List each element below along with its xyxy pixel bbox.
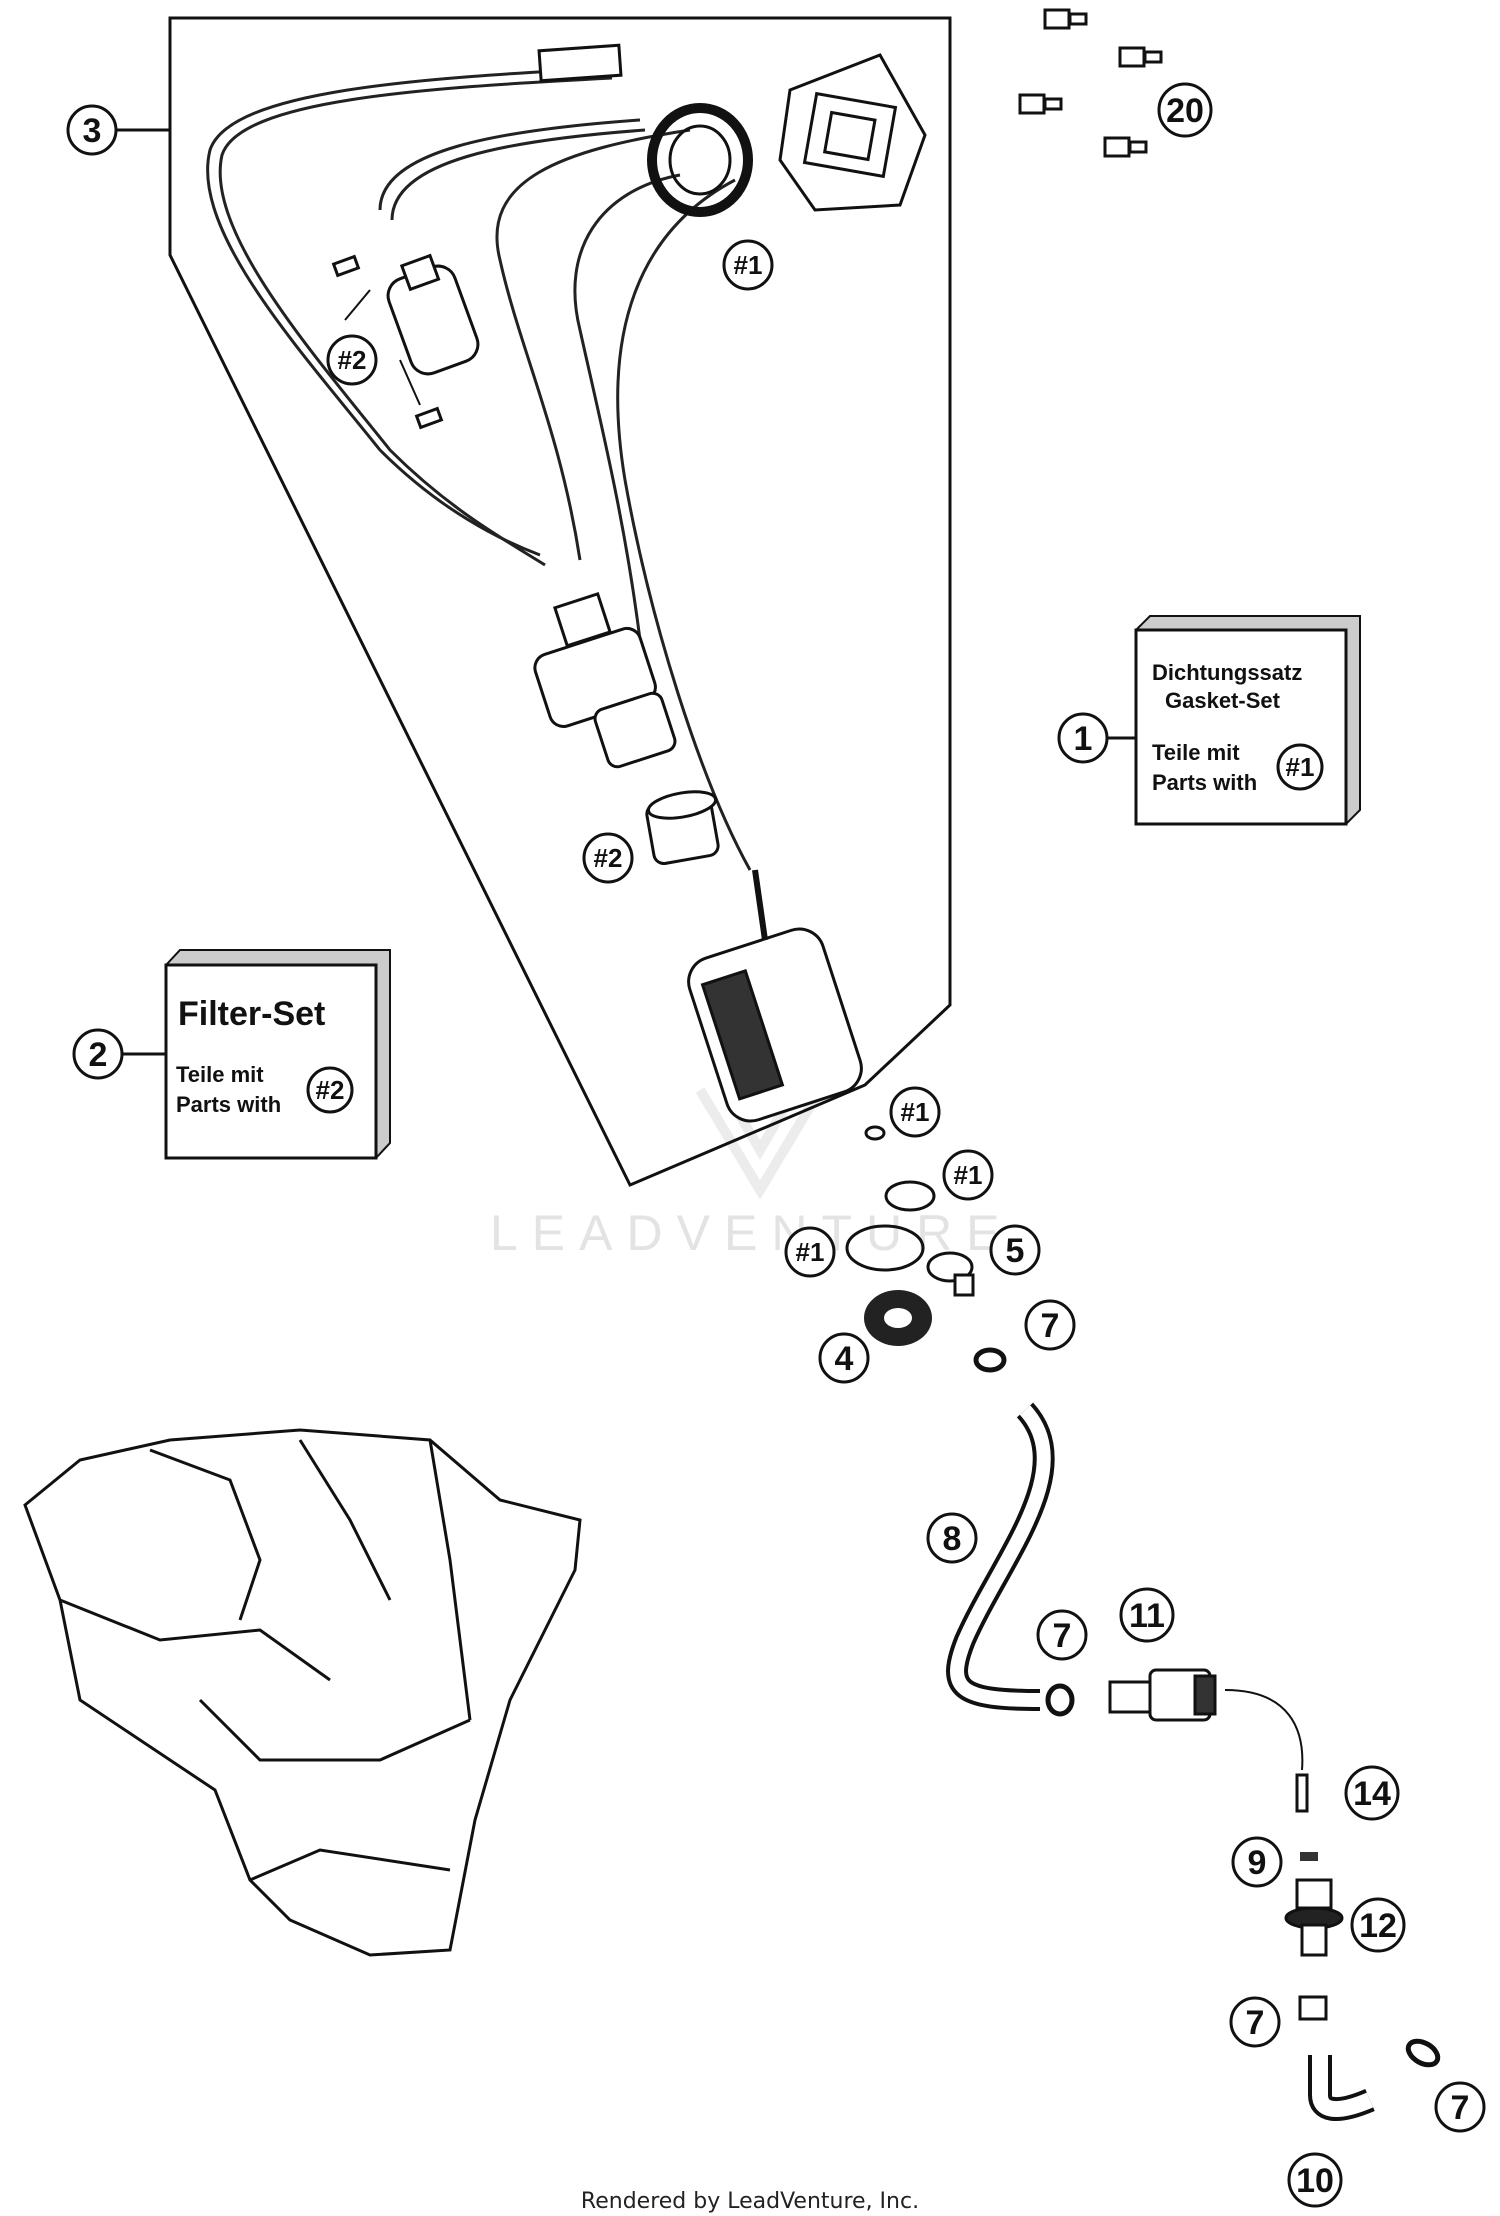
svg-text:11: 11 (1129, 1597, 1165, 1635)
coupler-leader (1224, 1689, 1304, 1771)
filter-kit-parts-en: Parts with (176, 1092, 281, 1117)
svg-text:2: 2 (89, 1036, 108, 1074)
callout-9: 9 (1231, 1836, 1283, 1888)
o-ring-large (845, 1224, 925, 1272)
callout-7b: 7 (1036, 1609, 1088, 1661)
inline-fuel-filter (331, 253, 480, 430)
filter-kit-title: Filter-Set (178, 995, 325, 1033)
callout-11: 11 (1119, 1587, 1175, 1643)
clamp-end (1405, 2038, 1441, 2068)
callout-5: 5 (989, 1224, 1041, 1276)
callout-hash2-sleeve: #2 (582, 832, 634, 884)
fitting (1284, 1878, 1344, 1957)
filter-sleeve (645, 790, 720, 866)
callout-1: 1 (1057, 712, 1109, 764)
callout-7d: 7 (1434, 2081, 1486, 2133)
svg-text:4: 4 (835, 1340, 854, 1378)
svg-text:20: 20 (1166, 92, 1204, 130)
screws (1018, 8, 1163, 158)
fuel-tank (23, 1428, 582, 1957)
clamp-small (1298, 1995, 1328, 2021)
footer-credit: Rendered by LeadVenture, Inc. (581, 2189, 919, 2214)
svg-text:5: 5 (1006, 1232, 1025, 1270)
watermark-text: LEADVENTURE (490, 1205, 1014, 1261)
callout-8: 8 (926, 1512, 978, 1564)
wiring-harness (206, 66, 752, 871)
svg-text:7: 7 (1053, 1617, 1072, 1655)
flange-nut (864, 1290, 932, 1346)
gasket-kit-box: Dichtungssatz Gasket-Set Teile mit Parts… (1134, 615, 1361, 826)
flange-seal-ring-inner (668, 124, 732, 196)
svg-text:#1: #1 (734, 250, 763, 280)
pressure-regulator (533, 591, 677, 769)
callout-hash1-b: #1 (942, 1149, 994, 1201)
pump-flange-connector (778, 53, 927, 212)
callout-hash1-a: #1 (889, 1086, 941, 1138)
svg-text:#1: #1 (954, 1160, 983, 1190)
callout-12: 12 (1350, 1897, 1406, 1953)
callout-20: 20 (1157, 82, 1213, 138)
gasket-kit-ref: #1 (1286, 752, 1315, 782)
svg-text:7: 7 (1451, 2089, 1470, 2127)
hose-clamp (973, 1347, 1007, 1373)
callout-2: 2 (72, 1028, 124, 1080)
gasket-kit-parts-en: Parts with (1152, 770, 1257, 795)
filter-kit-box: Filter-Set Teile mit Parts with #2 (164, 949, 391, 1160)
svg-text:14: 14 (1353, 1775, 1391, 1813)
svg-text:7: 7 (1246, 2004, 1265, 2042)
callout-hash1-flange: #1 (722, 239, 774, 291)
svg-text:#2: #2 (594, 843, 623, 873)
quick-coupler (1108, 1668, 1217, 1722)
callout-3: 3 (66, 104, 118, 156)
gasket-kit-title-en: Gasket-Set (1165, 688, 1281, 713)
filter-clip-upper (331, 254, 361, 278)
filter-clip-lower (414, 406, 444, 430)
bleed-screw (926, 1251, 975, 1297)
svg-text:7: 7 (1041, 1307, 1060, 1345)
fuel-pump-unit (687, 869, 863, 1123)
washer (1300, 1852, 1318, 1861)
filter-kit-parts-de: Teile mit (176, 1062, 264, 1087)
pin (1295, 1773, 1309, 1813)
hose-clamp-2 (1045, 1683, 1075, 1717)
callout-hash2-filter: #2 (326, 334, 378, 386)
wire-connector-plug (537, 43, 623, 83)
fuel-pump-assembly-frame (168, 16, 952, 1187)
callout-14: 14 (1344, 1765, 1400, 1821)
svg-text:12: 12 (1359, 1907, 1397, 1945)
callout-7c: 7 (1229, 1996, 1281, 2048)
gasket-kit-parts-de: Teile mit (1152, 740, 1240, 765)
gasket-kit-title-de: Dichtungssatz (1152, 660, 1302, 685)
svg-text:8: 8 (943, 1520, 962, 1558)
svg-text:#2: #2 (338, 345, 367, 375)
small-o-ring (864, 1125, 886, 1141)
svg-text:1: 1 (1074, 720, 1093, 758)
flange-seal-ring (647, 103, 753, 217)
svg-text:10: 10 (1296, 2162, 1334, 2200)
filter-kit-ref: #2 (316, 1075, 345, 1105)
svg-text:9: 9 (1248, 1844, 1267, 1882)
callout-4: 4 (818, 1332, 870, 1384)
svg-text:3: 3 (83, 112, 102, 150)
o-ring-medium (884, 1180, 936, 1212)
svg-text:#1: #1 (901, 1097, 930, 1127)
svg-text:#1: #1 (796, 1237, 825, 1267)
callout-hash1-c: #1 (784, 1226, 836, 1278)
callout-7a: 7 (1024, 1299, 1076, 1351)
callout-10: 10 (1287, 2152, 1343, 2208)
